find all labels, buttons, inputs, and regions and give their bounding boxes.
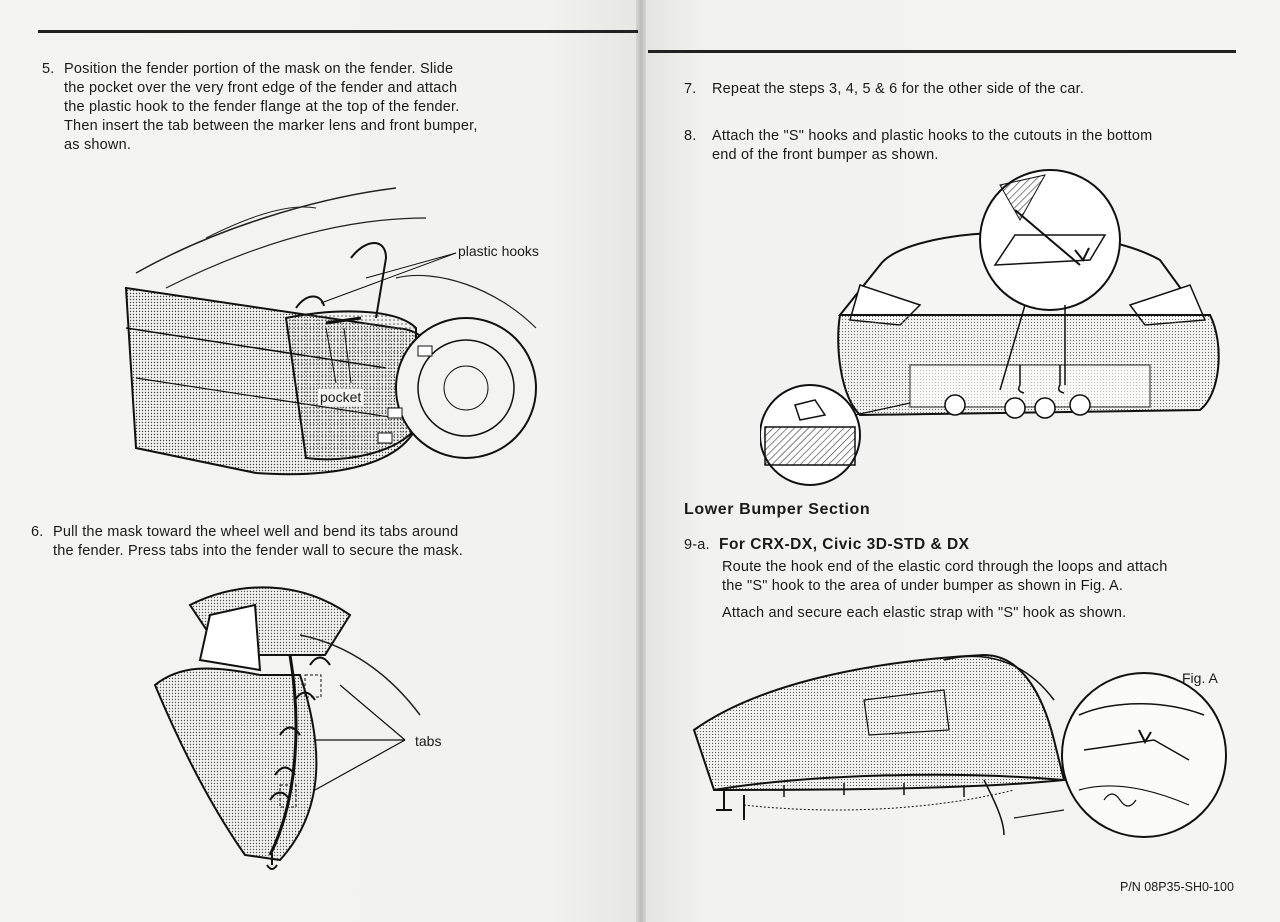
- pocket-label: pocket: [318, 389, 364, 405]
- book-gutter: [636, 0, 646, 922]
- part-number: P/N 08P35-SH0-100: [1120, 880, 1234, 894]
- step-9a-line: Attach and secure each elastic strap wit…: [722, 605, 1127, 621]
- plastic-hooks-label: plastic hooks: [458, 243, 539, 259]
- right-header-rule: [648, 50, 1236, 53]
- left-header-rule: [38, 30, 638, 33]
- step-9a-line: the "S" hook to the area of under bumper…: [722, 578, 1124, 594]
- step-9a-title: For CRX-DX, Civic 3D-STD & DX: [719, 536, 970, 553]
- step-7-number: 7.: [684, 81, 697, 97]
- step-5-line: Position the fender portion of the mask …: [64, 61, 454, 77]
- step-7: 7. Repeat the steps 3, 4, 5 & 6 for the …: [684, 80, 1232, 99]
- step-5-line: the pocket over the very front edge of t…: [64, 80, 458, 96]
- section-title: Lower Bumper Section: [684, 501, 871, 518]
- step-8: 8. Attach the "S" hooks and plastic hook…: [684, 127, 1252, 165]
- under-bumper-figure: [684, 640, 1236, 860]
- front-bumper-figure: [760, 165, 1230, 490]
- step-8-line: end of the front bumper as shown.: [712, 147, 939, 163]
- step-8-line: Attach the "S" hooks and plastic hooks t…: [712, 128, 1153, 144]
- fender-mask-figure: [96, 178, 576, 498]
- step-5: 5. Position the fender portion of the ma…: [42, 60, 624, 155]
- step-6-line: the fender. Press tabs into the fender w…: [53, 543, 463, 559]
- step-5-line: the plastic hook to the fender flange at…: [64, 99, 460, 115]
- step-5-number: 5.: [42, 61, 55, 77]
- step-9a: 9-a. For CRX-DX, Civic 3D-STD & DX Route…: [684, 535, 1242, 623]
- step-6: 6. Pull the mask toward the wheel well a…: [31, 523, 613, 561]
- step-5-line: as shown.: [64, 137, 132, 153]
- step-6-line: Pull the mask toward the wheel well and …: [53, 524, 459, 540]
- step-7-text: Repeat the steps 3, 4, 5 & 6 for the oth…: [712, 81, 1085, 97]
- step-9a-line: Route the hook end of the elastic cord t…: [722, 559, 1168, 575]
- tabs-label: tabs: [415, 733, 442, 749]
- fig-a-label: Fig. A: [1182, 670, 1218, 686]
- step-9a-number: 9-a.: [684, 537, 710, 553]
- step-5-line: Then insert the tab between the marker l…: [64, 118, 478, 134]
- fender-tabs-figure: [150, 575, 450, 875]
- step-6-number: 6.: [31, 524, 44, 540]
- step-8-number: 8.: [684, 128, 697, 144]
